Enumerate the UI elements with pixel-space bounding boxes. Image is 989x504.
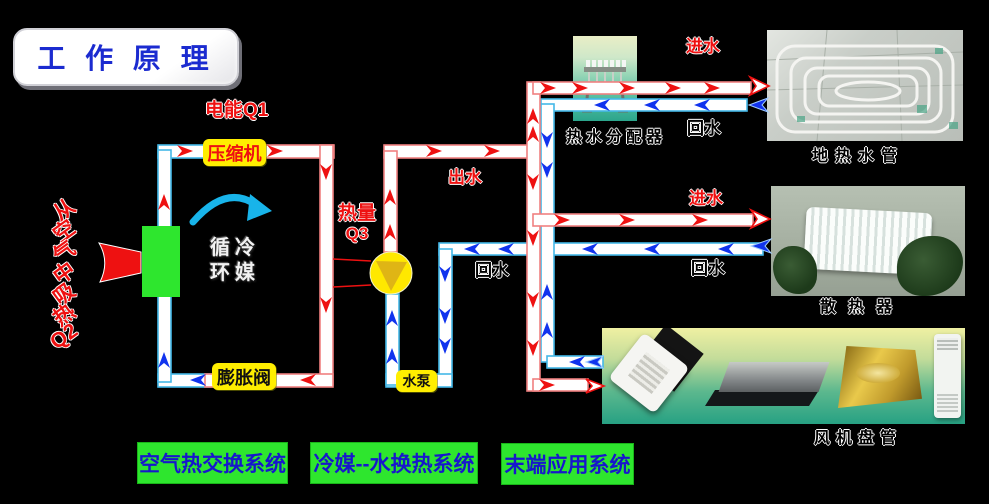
manifold-drawing <box>582 60 628 113</box>
system-label-refrigerant-water: 冷媒--水换热系统 <box>311 443 477 483</box>
outlet-water-label: 出水 <box>448 168 482 187</box>
system-label-terminal-application: 末端应用系统 <box>502 444 633 484</box>
evaporator-block <box>142 226 180 297</box>
refrigerant-label: 循冷 环媒 <box>210 237 260 284</box>
golden-unit-image <box>838 346 922 409</box>
floor-pipes-label: 地热水管 <box>812 148 905 165</box>
pipe-spiral-drawing <box>767 30 963 141</box>
return-water-label-top: 回水 <box>687 119 721 138</box>
system-label-air-exchange: 空气热交换系统 <box>138 443 287 483</box>
fan-coil-units-photo <box>602 328 965 424</box>
floor-heating-photo <box>767 30 963 141</box>
plant-right <box>897 236 963 296</box>
floor-standing-unit-image <box>934 334 961 418</box>
ducted-unit-image <box>718 362 830 392</box>
return-water-label-pump: 回水 <box>475 261 509 280</box>
inlet-water-label-top: 进水 <box>686 37 720 56</box>
compressor-box: 压缩机 <box>203 139 266 166</box>
return-water-label-mid: 回水 <box>691 259 725 278</box>
radiator-photo <box>771 186 965 296</box>
rotation-arrow-icon <box>189 194 272 226</box>
inlet-water-label-mid: 进水 <box>689 189 723 208</box>
electric-energy-label: 电能Q1 <box>205 100 269 121</box>
distributor-label: 热水分配器 <box>566 129 667 146</box>
heat-q3-label: 热量 Q3 <box>337 203 376 243</box>
air-intake-horn-icon <box>98 242 142 283</box>
hot-water-distributor-photo <box>573 36 637 121</box>
expansion-valve-box: 膨胀阀 <box>212 363 276 390</box>
heat-exchanger-circle-icon <box>369 251 413 295</box>
water-pump-box: 水泵 <box>396 370 437 392</box>
page-title: 工 作 原 理 <box>37 43 215 74</box>
ducted-unit-base <box>705 390 819 406</box>
plant-left <box>773 246 817 294</box>
title-banner: 工 作 原 理 <box>13 28 239 86</box>
radiator-label: 散热器 <box>820 299 905 316</box>
fan-coil-label: 风机盘管 <box>814 430 903 447</box>
heat-transfer-funnel <box>332 258 372 288</box>
absorb-heat-label: 从 空 气 中 吸 热 Q2 <box>45 195 83 355</box>
